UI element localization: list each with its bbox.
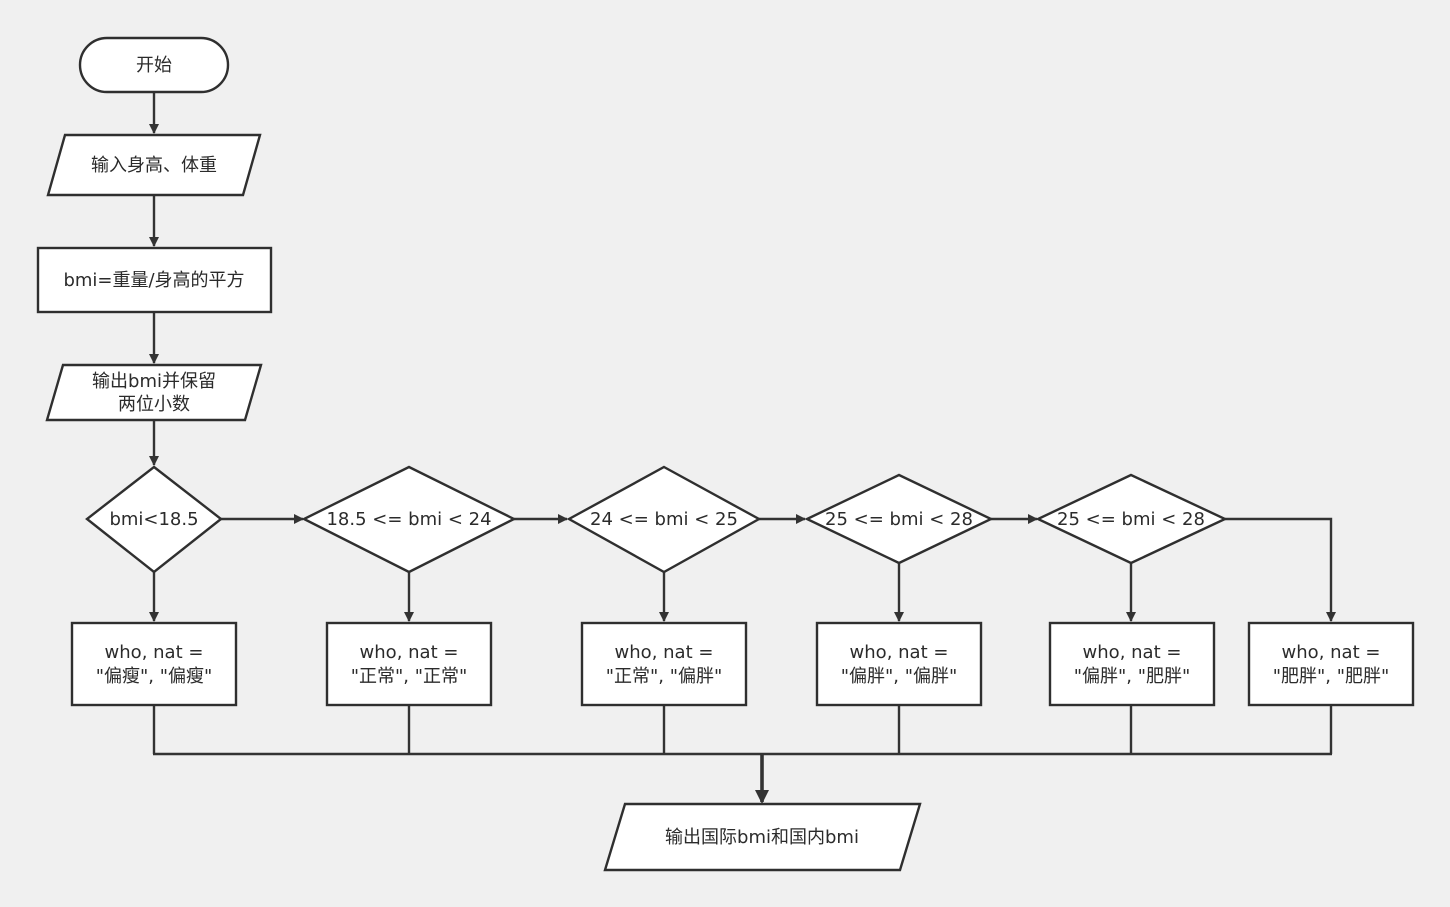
- result-r1[interactable]: who, nat = "偏瘦", "偏瘦": [70, 621, 238, 707]
- nodes: 开始 输入身高、体重 bmi=重量/身高的平方 输出bmi并保留 两位小数 bm…: [36, 36, 1415, 872]
- input-node[interactable]: 输入身高、体重: [46, 133, 262, 197]
- result-label-line-1: who, nat =: [615, 642, 714, 663]
- edge-d5-r6: [1225, 517, 1336, 622]
- result-label-line-1: who, nat =: [360, 642, 459, 663]
- result-r3[interactable]: who, nat = "正常", "偏胖": [580, 621, 748, 707]
- result-label-line-2: "偏胖", "偏胖": [841, 666, 958, 687]
- edges: [149, 92, 1336, 804]
- result-label-line-2: "正常", "正常": [351, 666, 468, 687]
- result-label-line-2: "正常", "偏胖": [606, 666, 723, 687]
- decision-d1[interactable]: bmi<18.5: [85, 465, 223, 574]
- result-r5[interactable]: who, nat = "偏胖", "肥胖": [1048, 621, 1216, 707]
- decision-label: 25 <= bmi < 28: [825, 509, 973, 530]
- result-label-line-1: who, nat =: [1282, 642, 1381, 663]
- result-r6[interactable]: who, nat = "肥胖", "肥胖": [1247, 621, 1415, 707]
- decision-label: 24 <= bmi < 25: [590, 509, 738, 530]
- start-node[interactable]: 开始: [78, 36, 230, 94]
- result-r2[interactable]: who, nat = "正常", "正常": [325, 621, 493, 707]
- decision-d4[interactable]: 25 <= bmi < 28: [804, 473, 994, 565]
- calc-bmi-node[interactable]: bmi=重量/身高的平方: [36, 246, 273, 314]
- print-bmi-node[interactable]: 输出bmi并保留 两位小数: [45, 363, 263, 422]
- result-label-line-1: who, nat =: [105, 642, 204, 663]
- node-label: 输入身高、体重: [91, 155, 217, 176]
- result-label-line-1: who, nat =: [1083, 642, 1182, 663]
- decision-label: 18.5 <= bmi < 24: [326, 509, 491, 530]
- result-label-line-1: who, nat =: [850, 642, 949, 663]
- decision-d2[interactable]: 18.5 <= bmi < 24: [301, 465, 517, 574]
- result-label-line-2: "偏胖", "肥胖": [1074, 666, 1191, 687]
- output-node[interactable]: 输出国际bmi和国内bmi: [603, 802, 922, 872]
- node-label: bmi=重量/身高的平方: [63, 270, 244, 291]
- decision-d5[interactable]: 25 <= bmi < 28: [1035, 473, 1228, 565]
- result-label-line-2: "肥胖", "肥胖": [1273, 666, 1390, 687]
- decision-label: 25 <= bmi < 28: [1057, 509, 1205, 530]
- result-r4[interactable]: who, nat = "偏胖", "偏胖": [815, 621, 983, 707]
- decision-label: bmi<18.5: [109, 509, 198, 530]
- decision-d3[interactable]: 24 <= bmi < 25: [566, 465, 762, 574]
- result-label-line-2: "偏瘦", "偏瘦": [96, 666, 213, 687]
- node-label-line-1: 输出bmi并保留: [92, 371, 216, 392]
- node-label: 输出国际bmi和国内bmi: [665, 827, 859, 848]
- node-label: 开始: [136, 55, 172, 76]
- node-label-line-2: 两位小数: [118, 394, 190, 415]
